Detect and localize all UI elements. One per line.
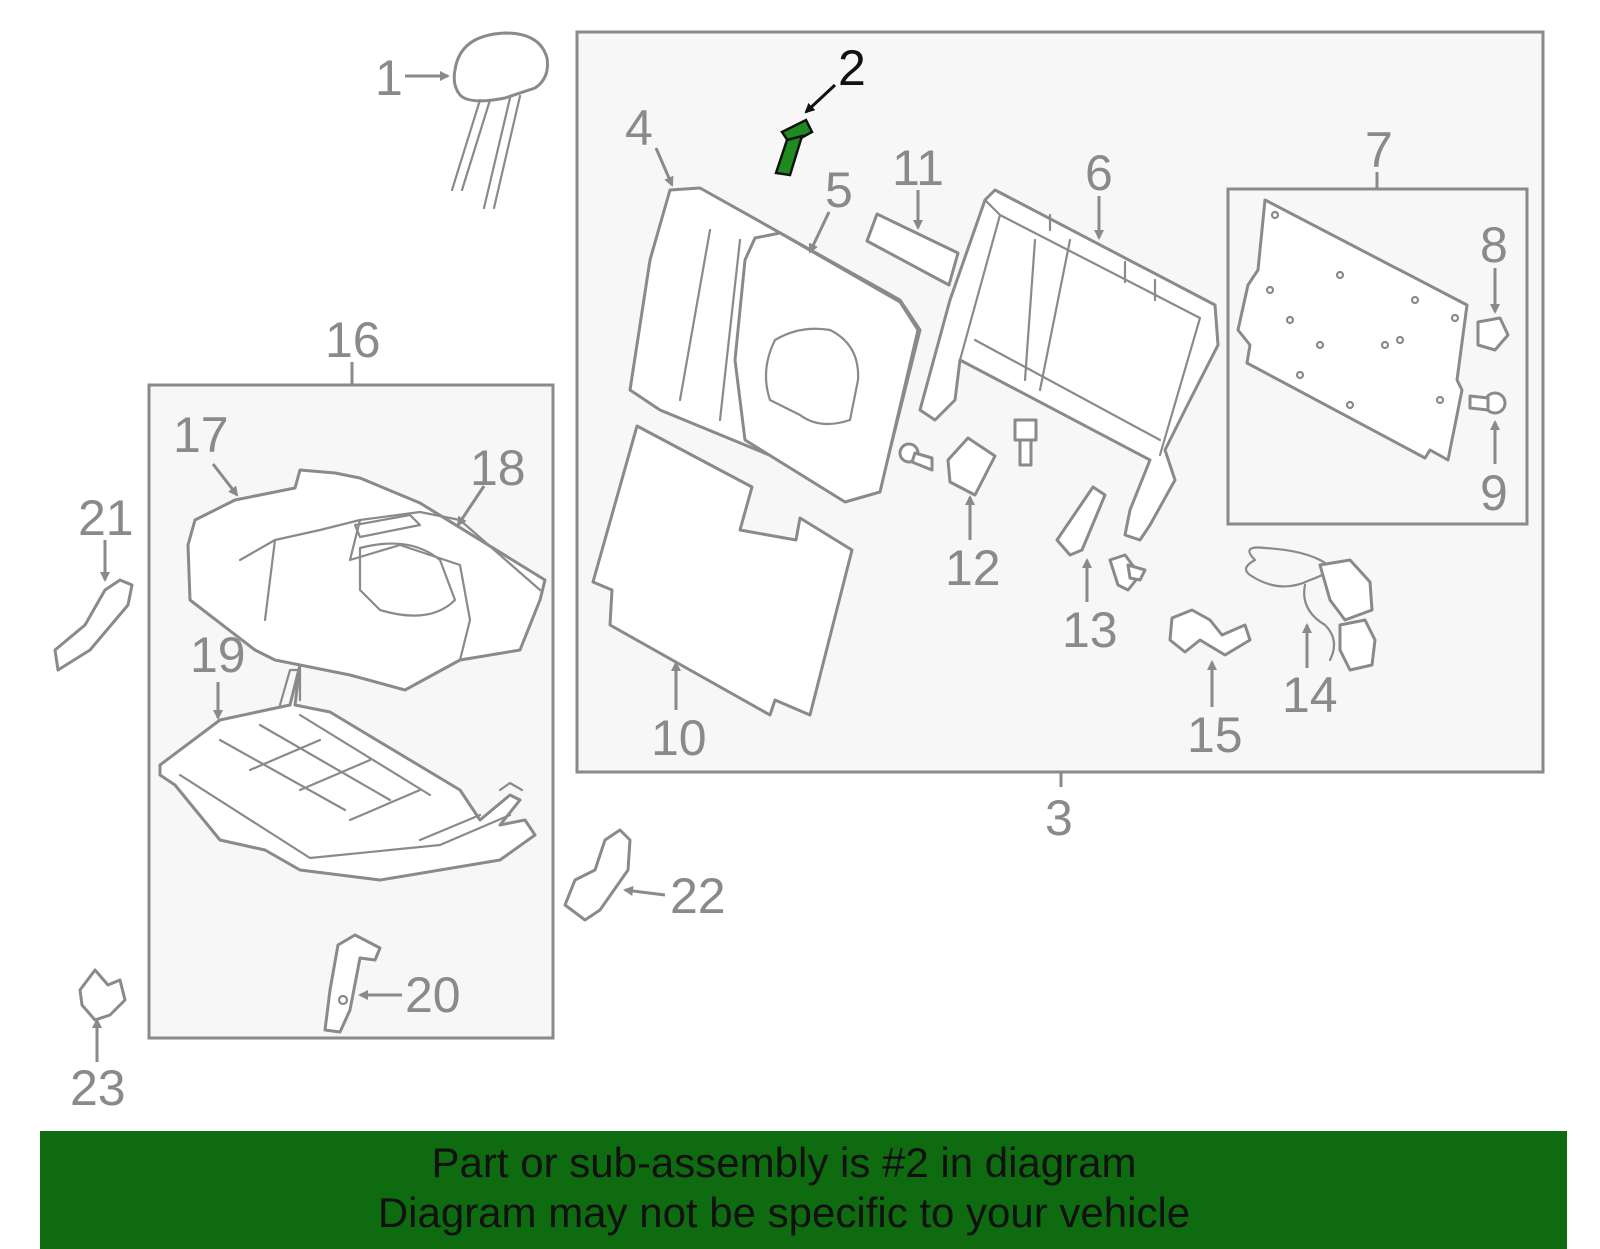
callout-8[interactable]: 8 <box>1480 217 1508 273</box>
rear-panel-part[interactable] <box>1236 198 1469 462</box>
callout-12[interactable]: 12 <box>945 540 1001 596</box>
bracket-part-13[interactable] <box>1055 485 1107 557</box>
callout-2[interactable]: 2 <box>838 40 866 96</box>
bracket-part-20[interactable] <box>323 933 382 1034</box>
trim-part-21[interactable] <box>53 578 134 672</box>
push-clip-part[interactable] <box>1108 553 1147 592</box>
cap-part-23[interactable] <box>78 968 127 1022</box>
callout-16[interactable]: 16 <box>325 312 381 368</box>
callout-13[interactable]: 13 <box>1062 602 1118 658</box>
cushion-frame-part[interactable] <box>158 663 537 882</box>
callout-3[interactable]: 3 <box>1045 790 1073 846</box>
callout-20[interactable]: 20 <box>405 967 461 1023</box>
clip-fastener-part[interactable] <box>898 442 934 472</box>
seat-cushion-part[interactable] <box>186 468 547 692</box>
callout-9[interactable]: 9 <box>1480 465 1508 521</box>
callout-7[interactable]: 7 <box>1365 122 1393 178</box>
callout-5[interactable]: 5 <box>825 162 853 218</box>
callout-14[interactable]: 14 <box>1282 667 1338 723</box>
headrest-part[interactable] <box>450 31 549 210</box>
callout-19[interactable]: 19 <box>190 627 246 683</box>
callout-10[interactable]: 10 <box>651 710 707 766</box>
bracket-part-12[interactable] <box>946 436 997 497</box>
label-part[interactable] <box>865 212 960 287</box>
callout-11[interactable]: 11 <box>892 140 944 196</box>
callout-1[interactable]: 1 <box>375 50 403 106</box>
callout-18[interactable]: 18 <box>470 440 526 496</box>
bolt-part-highlighted[interactable] <box>774 118 814 177</box>
callout-17[interactable]: 17 <box>173 407 229 463</box>
callout-21[interactable]: 21 <box>78 490 134 546</box>
callout-23[interactable]: 23 <box>70 1060 126 1116</box>
screw-part-9[interactable] <box>1468 391 1507 415</box>
notice-line-part-number: Part or sub-assembly is #2 in diagram <box>431 1139 1137 1186</box>
bolt-fastener-part[interactable] <box>1013 418 1038 467</box>
seatback-pad-part[interactable] <box>733 231 920 504</box>
callout-6[interactable]: 6 <box>1085 145 1113 201</box>
callout-labels: 1 2 3 4 5 6 7 8 9 10 11 12 13 14 15 16 1… <box>70 40 1508 1116</box>
notice-banner: Part or sub-assembly is #2 in diagram Di… <box>40 1131 1567 1249</box>
trim-part-22[interactable] <box>563 828 632 922</box>
clip-part-8[interactable] <box>1476 316 1510 352</box>
callout-15[interactable]: 15 <box>1187 707 1243 763</box>
wire-harness-part[interactable] <box>1244 546 1377 672</box>
bracket-part-15[interactable] <box>1168 608 1252 657</box>
callout-4[interactable]: 4 <box>625 100 653 156</box>
seatback-frame-part[interactable] <box>918 188 1220 542</box>
callout-22[interactable]: 22 <box>670 868 726 924</box>
notice-line-disclaimer: Diagram may not be specific to your vehi… <box>377 1189 1191 1236</box>
back-board-part[interactable] <box>591 424 854 717</box>
leader-lines <box>92 71 1500 1062</box>
